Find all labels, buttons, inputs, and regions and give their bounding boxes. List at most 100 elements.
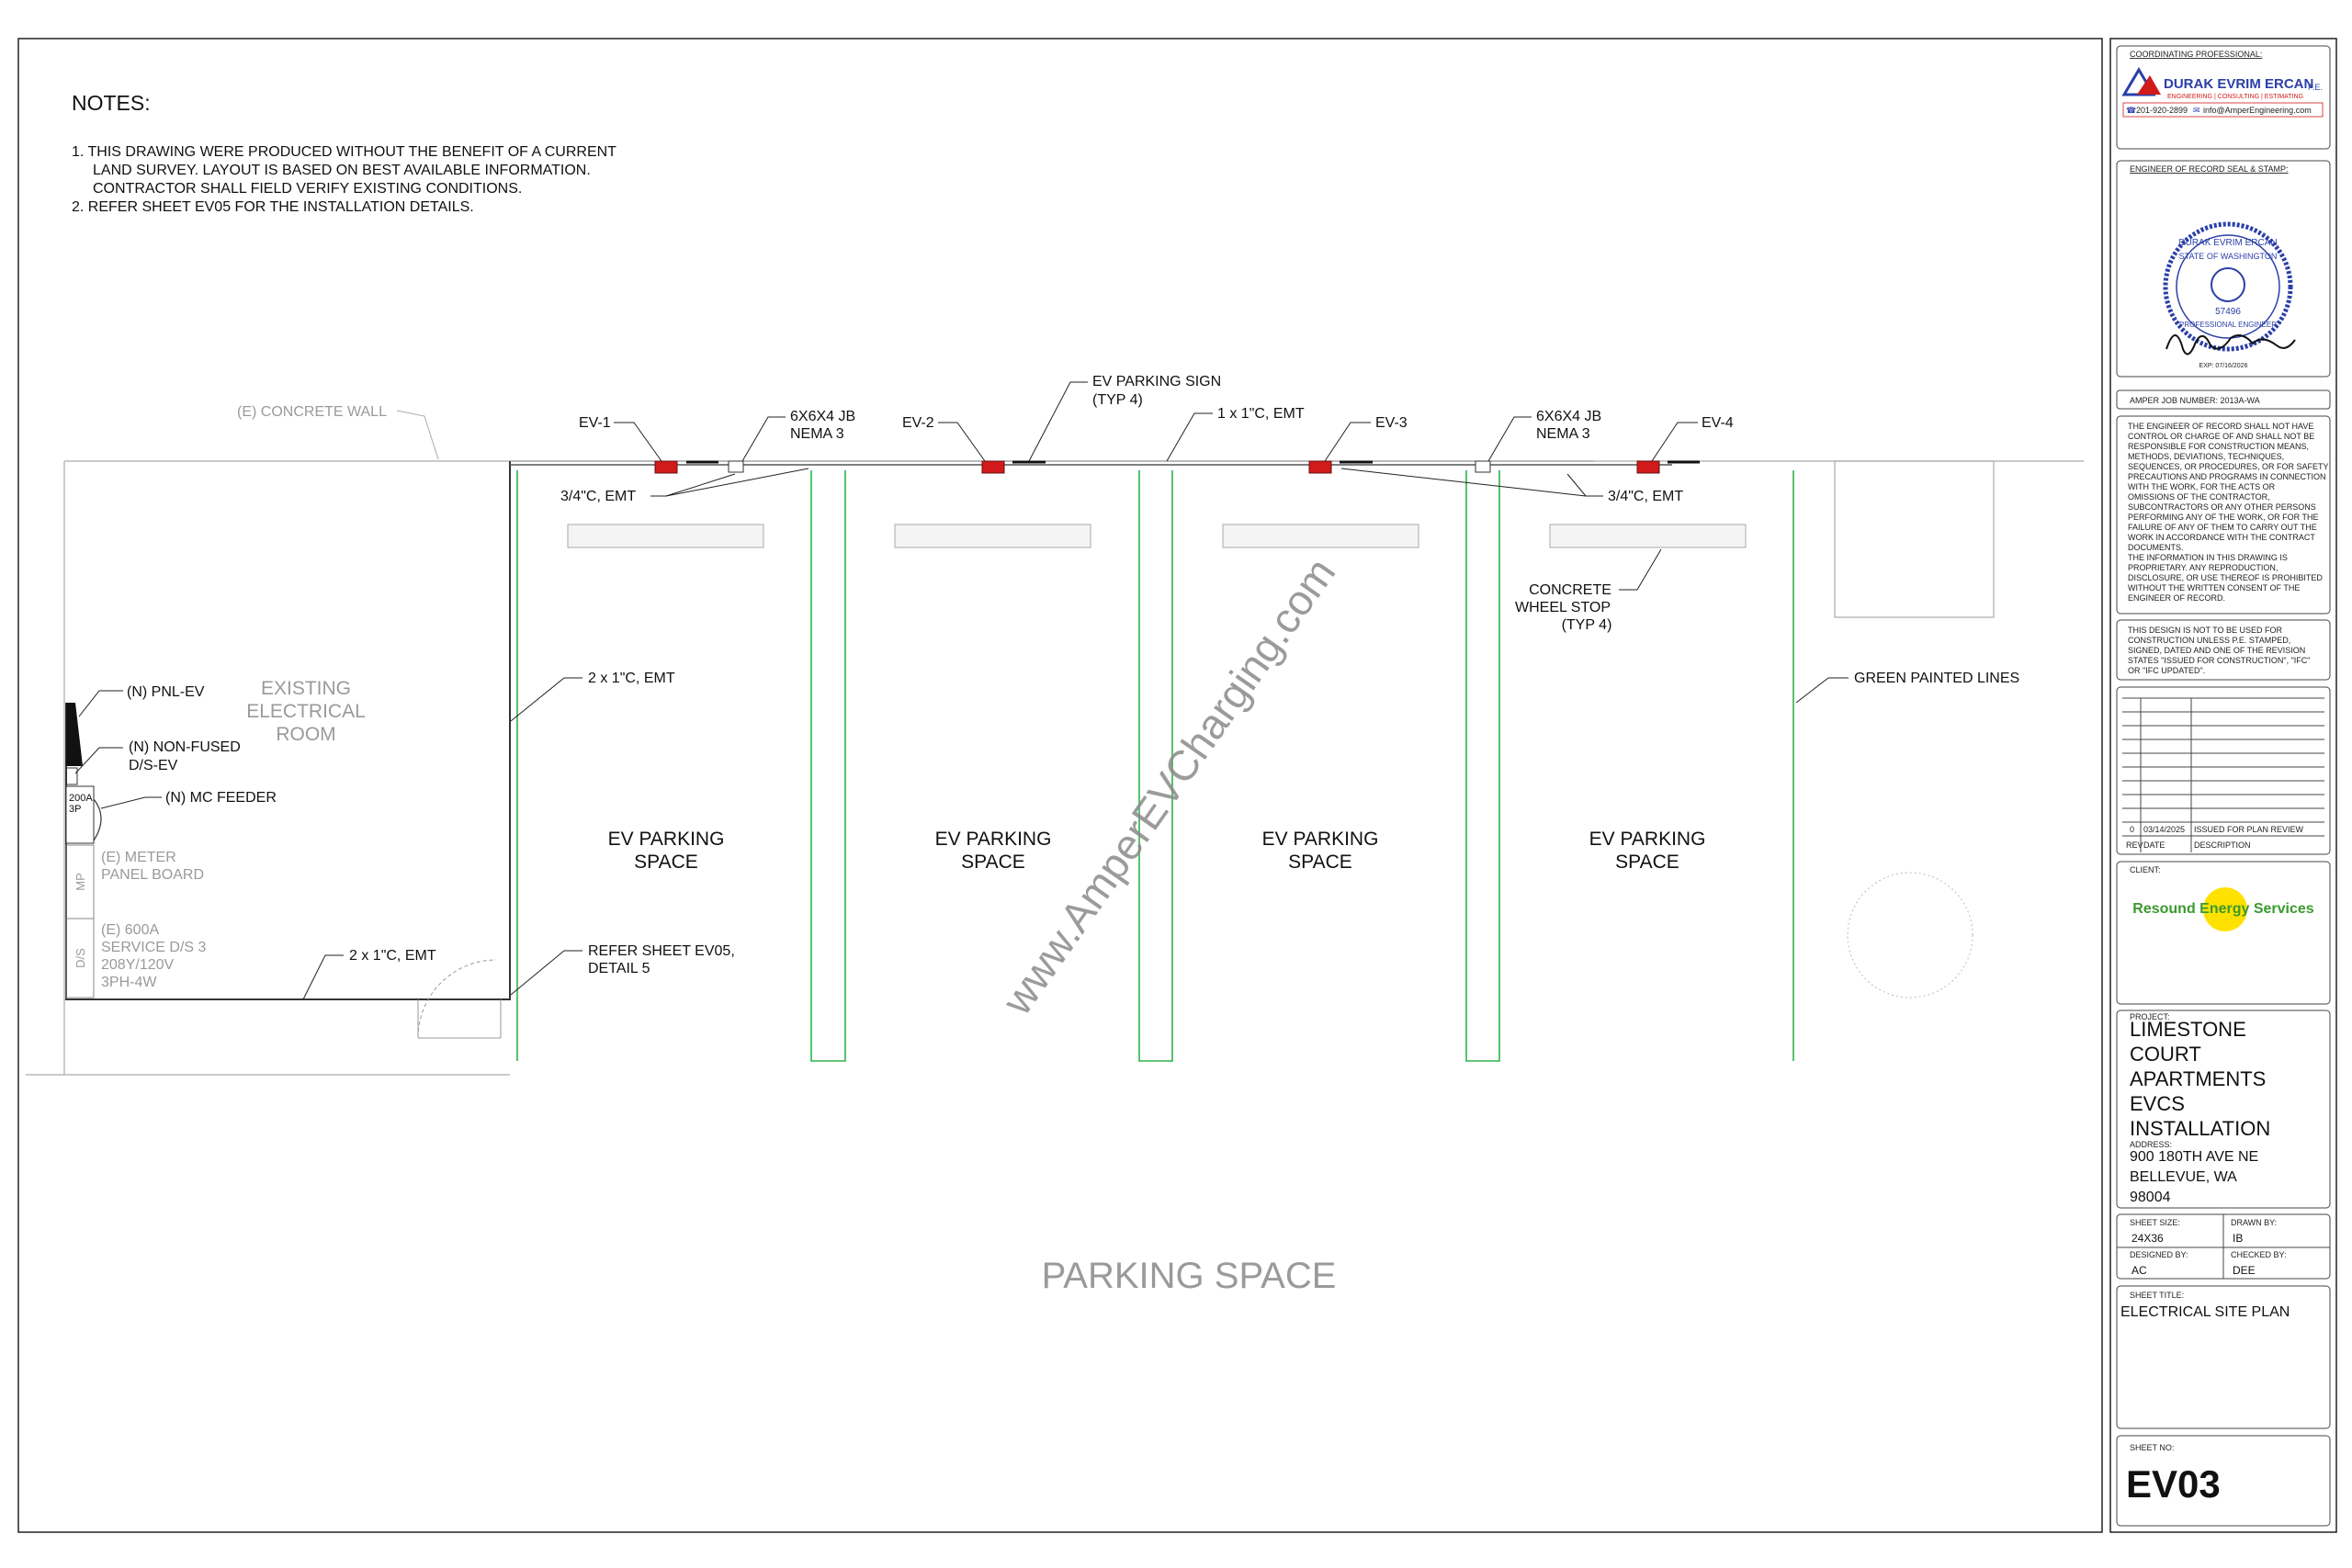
- disclaimer-line: THE ENGINEER OF RECORD SHALL NOT HAVE: [2128, 422, 2313, 431]
- disclaimer-line: SEQUENCES, OR PROCEDURES, OR FOR SAFETY: [2128, 462, 2329, 471]
- concrete-wall-callout: (E) CONCRETE WALL: [237, 404, 439, 460]
- door-swing: [417, 959, 502, 1039]
- disclaimer-line: RESPONSIBLE FOR CONSTRUCTION MEANS,: [2128, 442, 2309, 451]
- disclaimer-line: PERFORMING ANY OF THE WORK, OR FOR THE: [2128, 513, 2319, 522]
- phone-icon: ☎: [2126, 106, 2136, 115]
- mc-feeder-loop: [93, 798, 102, 841]
- project-line-1: LIMESTONE: [2130, 1018, 2246, 1041]
- wheel-stop-label-2: WHEEL STOP: [1515, 600, 1611, 615]
- sun-icon: [2203, 887, 2247, 931]
- nfc-line: OR "IFC UPDATED".: [2128, 666, 2205, 675]
- note-line-2: LAND SURVEY. LAYOUT IS BASED ON BEST AVA…: [93, 163, 591, 178]
- disclaimer-line: OMISSIONS OF THE CONTRACTOR,: [2128, 492, 2270, 502]
- ev-space-1-line1: EV PARKING: [608, 829, 725, 850]
- checked-by: DEE: [2233, 1264, 2256, 1277]
- emt-1in-label: 1 x 1"C, EMT: [1217, 406, 1305, 422]
- disclaimer-line: SUBCONTRACTORS OR ANY OTHER PERSONS: [2128, 502, 2316, 512]
- disclaimer-line: DISCLOSURE, OR USE THEREOF IS PROHIBITED: [2128, 573, 2323, 582]
- not-for-construction-text: THIS DESIGN IS NOT TO BE USED FOR CONSTR…: [2128, 626, 2310, 675]
- wheel-stop-2: [894, 524, 1091, 548]
- rev-header-rev: REV: [2126, 840, 2143, 850]
- ev-space-3-line1: EV PARKING: [1262, 829, 1379, 850]
- rev-desc: ISSUED FOR PLAN REVIEW: [2194, 825, 2304, 834]
- notes-title: NOTES:: [72, 91, 151, 115]
- disclaimer-line: THE INFORMATION IN THIS DRAWING IS: [2128, 553, 2288, 562]
- ev-3-label: EV-3: [1375, 415, 1408, 431]
- jb-label-2b: NEMA 3: [1536, 426, 1590, 442]
- revision-table: [2116, 686, 2331, 855]
- ev-space-1-line2: SPACE: [634, 852, 698, 873]
- ev-space-4-line1: EV PARKING: [1589, 829, 1706, 850]
- green-lines-label: GREEN PAINTED LINES: [1854, 671, 2019, 686]
- sheet-no-label: SHEET NO:: [2130, 1443, 2174, 1452]
- seal-label: ENGINEER OF RECORD SEAL & STAMP:: [2130, 164, 2289, 174]
- signature: [2165, 334, 2296, 355]
- charger-callouts: EV-1 EV-2 EV-3 EV-4 6X6X4 JB NEMA 3 6X6X…: [302, 374, 2019, 1000]
- green-painted-lines: [516, 470, 1794, 1062]
- service-ds-box: [65, 918, 95, 998]
- disclaimer-line: WITH THE WORK, FOR THE ACTS OR: [2128, 482, 2276, 491]
- elec-room-label-1: EXISTING: [261, 678, 351, 699]
- client-name: Resound Energy Services: [2132, 901, 2314, 917]
- titleblock: COORDINATING PROFESSIONAL: DURAK EVRIM E…: [2116, 45, 2331, 1527]
- disc-rating-2: 3P: [69, 804, 81, 815]
- non-fused-label-1: (N) NON-FUSED: [129, 739, 241, 755]
- refer-detail-2: DETAIL 5: [588, 961, 650, 976]
- disclaimer-line: PRECAUTIONS AND PROGRAMS IN CONNECTION: [2128, 472, 2326, 481]
- charger-ev-1: [654, 460, 678, 474]
- charger-ev-3: [1308, 460, 1332, 474]
- wheel-stop-label-1: CONCRETE: [1529, 582, 1611, 598]
- disclaimer-line: FAILURE OF ANY OF THEM TO CARRY OUT THE: [2128, 523, 2317, 532]
- sheet-title: ELECTRICAL SITE PLAN: [2120, 1304, 2290, 1320]
- address-label: ADDRESS:: [2130, 1140, 2172, 1149]
- ev-4-label: EV-4: [1702, 415, 1734, 431]
- junction-box-2: [1475, 460, 1491, 473]
- checked-by-label: CHECKED BY:: [2231, 1250, 2287, 1259]
- rev-header-desc: DESCRIPTION: [2194, 840, 2251, 850]
- ev-2-label: EV-2: [902, 415, 934, 431]
- mp-tag: MP: [74, 873, 87, 891]
- mc-feeder-label: (N) MC FEEDER: [165, 790, 277, 806]
- ev-sign-label-1: EV PARKING SIGN: [1092, 374, 1221, 389]
- nfc-line: THIS DESIGN IS NOT TO BE USED FOR: [2128, 626, 2283, 635]
- parking-space-label: PARKING SPACE: [1042, 1256, 1337, 1296]
- rev-date: 03/14/2025: [2143, 825, 2185, 834]
- meter-panel-label-2: PANEL BOARD: [101, 867, 204, 883]
- firm-pe: P.E.: [2308, 83, 2323, 92]
- address-line-2: BELLEVUE, WA: [2130, 1169, 2237, 1185]
- ev-space-3-line2: SPACE: [1288, 852, 1352, 873]
- jb-label-1b: NEMA 3: [790, 426, 844, 442]
- elec-room-label-2: ELECTRICAL: [246, 701, 366, 722]
- email-icon: ✉: [2193, 106, 2200, 115]
- seal-number: 57496: [2215, 307, 2241, 317]
- wheel-stop-1: [567, 524, 764, 548]
- notes-block: NOTES: 1. THIS DRAWING WERE PRODUCED WIT…: [72, 91, 616, 215]
- designed-by: AC: [2132, 1264, 2147, 1277]
- concrete-wall-label: (E) CONCRETE WALL: [237, 404, 387, 420]
- drawn-by-label: DRAWN BY:: [2231, 1218, 2277, 1227]
- disclaimer-line: WORK IN ACCORDANCE WITH THE CONTRACT: [2128, 533, 2315, 542]
- address-line-3: 98004: [2130, 1190, 2171, 1205]
- note-line-3: CONTRACTOR SHALL FIELD VERIFY EXISTING C…: [93, 181, 522, 197]
- emt-34-label-left: 3/4"C, EMT: [560, 489, 636, 504]
- project-line-3: APARTMENTS: [2130, 1067, 2266, 1090]
- service-label-3: 208Y/120V: [101, 957, 175, 973]
- chargers: [654, 460, 1700, 474]
- wheel-stop-label-3: (TYP 4): [1562, 617, 1612, 633]
- charger-ev-4: [1636, 460, 1660, 474]
- emt-34-label-right: 3/4"C, EMT: [1608, 489, 1683, 504]
- emt-2x1-label-bottom: 2 x 1"C, EMT: [349, 948, 436, 964]
- sheet-size: 24X36: [2132, 1232, 2164, 1245]
- titleblock-border: [2109, 38, 2337, 1533]
- firm-name: DURAK EVRIM ERCAN: [2164, 76, 2313, 92]
- designed-by-label: DESIGNED BY:: [2130, 1250, 2188, 1259]
- rev-header-date: DATE: [2143, 840, 2165, 850]
- disc-rating-1: 200A: [69, 793, 93, 804]
- electrical-room: EXISTING ELECTRICAL ROOM 200A 3P MP D/S …: [65, 461, 511, 1039]
- ev-space-2-line1: EV PARKING: [935, 829, 1052, 850]
- wheel-stops: [567, 524, 1747, 548]
- firm-phone: 201-920-2899: [2136, 106, 2188, 115]
- ev-parking-spaces: EV PARKING SPACE EV PARKING SPACE EV PAR…: [608, 829, 1706, 873]
- refer-detail-1: REFER SHEET EV05,: [588, 943, 735, 959]
